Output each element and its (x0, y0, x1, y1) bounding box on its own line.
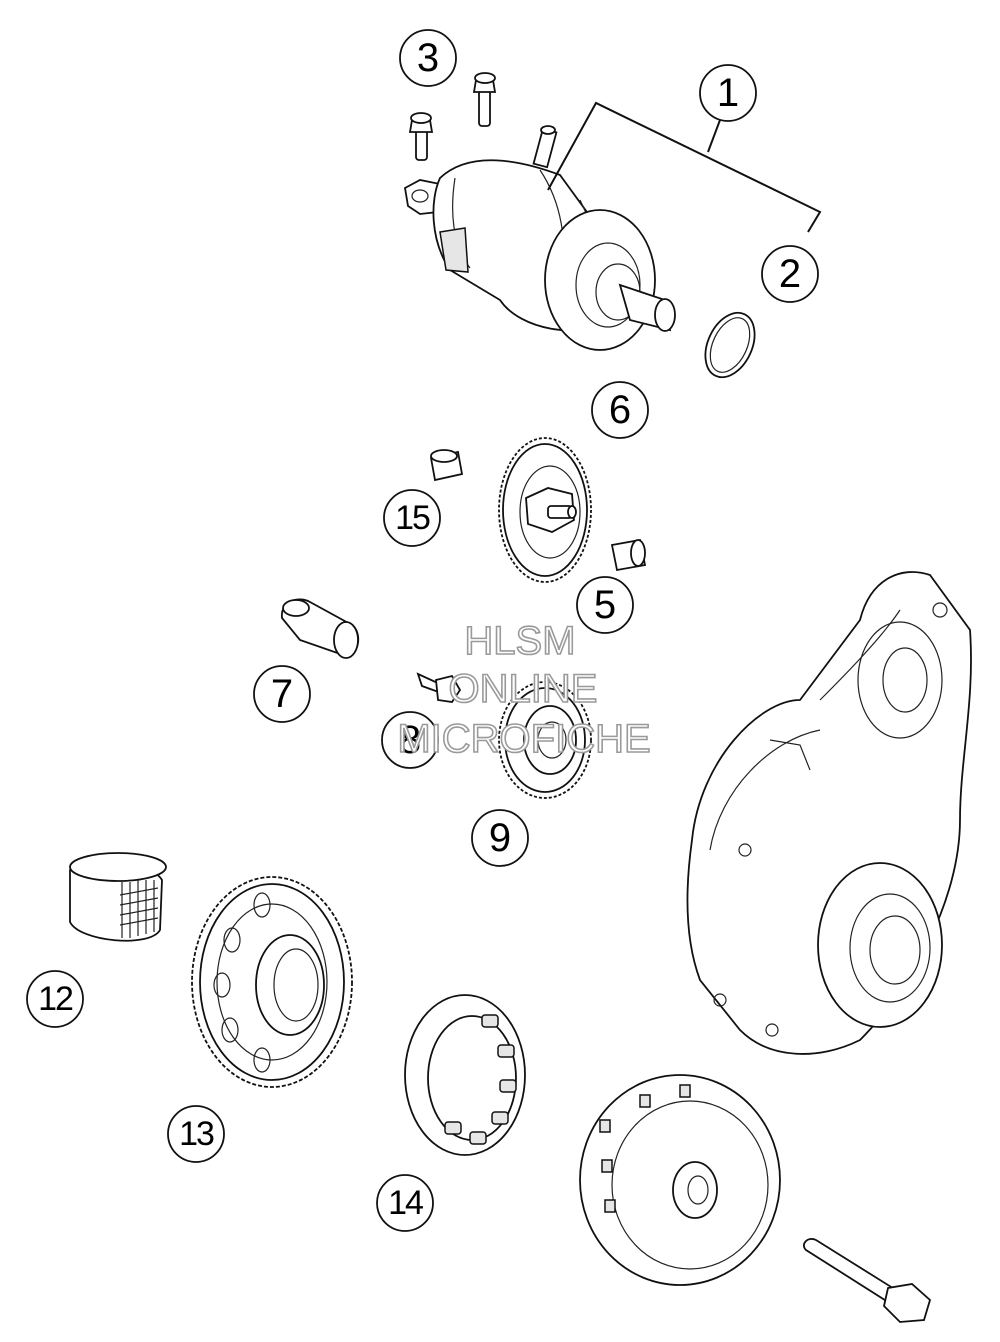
o-ring (704, 311, 756, 379)
callout-7: 7 (253, 665, 311, 723)
callout-5-label: 5 (594, 583, 616, 627)
gear-9 (498, 681, 592, 799)
callout-12-label: 12 (38, 980, 73, 1018)
pin (281, 598, 360, 659)
callout-3-label: 3 (417, 36, 439, 80)
bushing-5 (610, 538, 647, 572)
callout-9: 9 (471, 809, 529, 867)
callout-13: 13 (167, 1105, 225, 1163)
rotor (579, 1074, 781, 1286)
starter-screws (408, 72, 497, 161)
callout-9-label: 9 (489, 816, 511, 860)
callout-3: 3 (399, 29, 457, 87)
callout-6: 6 (591, 381, 649, 439)
callout-8-label: 8 (399, 718, 421, 762)
watermark-line-2: ONLINE (449, 667, 598, 711)
callout-15-label: 15 (395, 499, 430, 537)
callout-7-label: 7 (271, 672, 293, 716)
callout-8: 8 (381, 711, 439, 769)
callout-15: 15 (383, 489, 441, 547)
callout-2: 2 (761, 245, 819, 303)
engine-cover (686, 571, 972, 1055)
intermediate-gear (498, 437, 592, 583)
watermark-line-3: MICROFICHE (397, 717, 650, 761)
rotor-bolt (803, 1238, 932, 1323)
starter-motor (404, 125, 676, 351)
needle-bearing (69, 852, 167, 942)
callout-6-label: 6 (609, 388, 631, 432)
callout-1-label: 1 (717, 71, 739, 115)
watermark: HLSM ONLINE MICROFICHE (397, 618, 652, 762)
watermark-line-1: HLSM (464, 619, 575, 663)
bolt-8 (416, 672, 462, 703)
bushing-15 (429, 449, 464, 482)
callout-2-label: 2 (779, 252, 801, 296)
callout-5: 5 (576, 576, 634, 634)
starter-gear (191, 876, 353, 1088)
callout-14: 14 (376, 1174, 434, 1232)
callout-12: 12 (26, 970, 84, 1028)
freewheel (404, 994, 526, 1156)
callout-14-label: 14 (388, 1184, 423, 1222)
callout-13-label: 13 (179, 1115, 214, 1153)
callout-1: 1 (699, 64, 757, 122)
leader-lines-1-2 (547, 101, 822, 233)
